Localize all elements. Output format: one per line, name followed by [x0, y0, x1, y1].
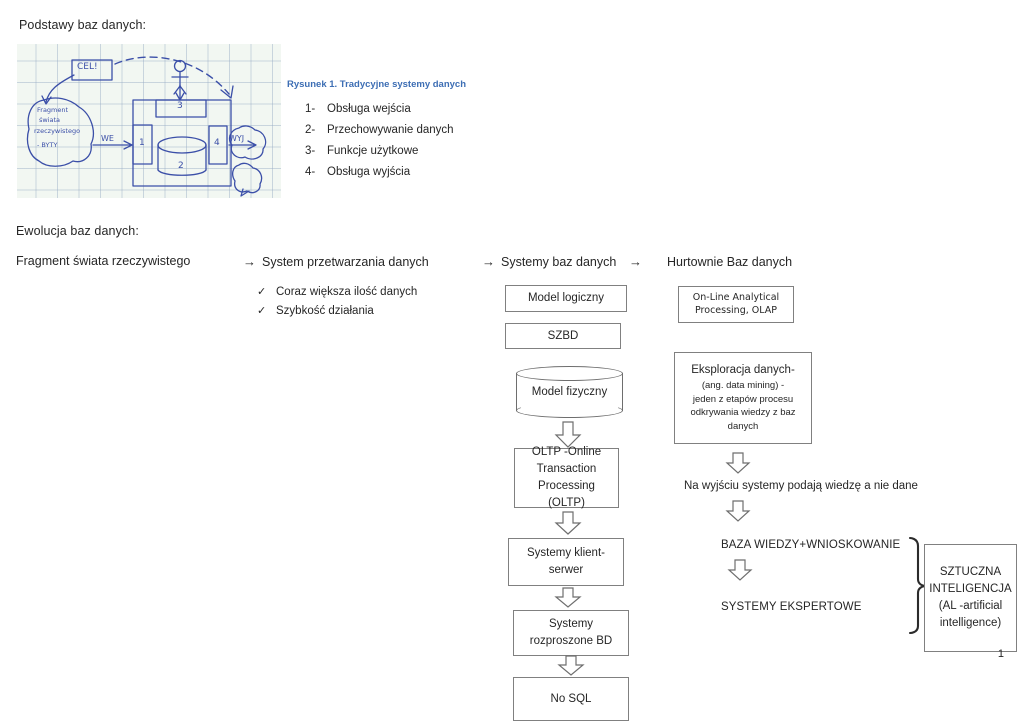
box-label-line: SZTUCZNA: [939, 565, 1002, 578]
figure-legend: 1- Obsługa wejścia 2- Przechowywanie dan…: [305, 103, 454, 187]
column-header-warehouse: → Hurtownie Baz danych: [629, 254, 792, 269]
arrow-down-icon: [553, 587, 583, 609]
list-item-label: Przechowywanie danych: [327, 124, 454, 136]
box-oltp: OLTP -Online Transaction Processing (OLT…: [514, 446, 619, 509]
box-label-line: Processing, OLAP: [695, 304, 777, 316]
hw-label-input: WE: [101, 134, 114, 143]
arrow-down-icon: [553, 421, 583, 449]
column-header-db-systems: → Systemy baz danych: [482, 254, 616, 269]
box-label: Model fizyczny: [531, 386, 608, 398]
processing-bullets: ✓ Coraz większa ilość danych ✓ Szybkość …: [257, 285, 417, 323]
column-header-fragment: Fragment świata rzeczywistego: [16, 254, 190, 268]
box-model-fizyczny: Model fizyczny: [516, 366, 623, 418]
list-item-label: Coraz większa ilość danych: [276, 286, 418, 298]
hw-label-goal: CEL!: [77, 62, 98, 72]
list-item: ✓ Coraz większa ilość danych: [257, 285, 417, 304]
figure-caption: Rysunek 1. Tradycyjne systemy danych: [287, 79, 467, 90]
handwritten-figure: CEL! Fragment świata rzeczywistego - BYT…: [17, 44, 281, 198]
box-label-line: serwer: [548, 564, 584, 576]
hw-label-number-4: 4: [214, 138, 220, 148]
cylinder-bottom: [516, 403, 623, 418]
box-label: SZBD: [547, 329, 579, 342]
hw-label-output: WYJ: [229, 134, 245, 143]
page-number: 1: [997, 648, 1004, 660]
handwritten-sketch: [26, 56, 267, 197]
label-output-note: Na wyjściu systemy podają wiedzę a nie d…: [684, 480, 918, 492]
check-icon: ✓: [257, 286, 267, 298]
box-label-line: INTELIGENCJA: [929, 582, 1012, 595]
list-item: 4- Obsługa wyjścia: [305, 166, 454, 187]
column-title: System przetwarzania danych: [262, 255, 429, 269]
box-label: No SQL: [550, 692, 592, 705]
arrow-right-icon: →: [243, 254, 256, 269]
page-title-evolution: Ewolucja baz danych:: [16, 224, 139, 238]
box-label-line: danych: [727, 421, 759, 433]
box-label-line: jeden z etapów procesu: [692, 393, 794, 405]
list-item-label: Obsługa wejścia: [327, 103, 411, 115]
box-label-line: Transaction: [536, 462, 597, 475]
box-label-line: Processing (OLTP): [538, 480, 595, 510]
label-systemy-ekspertowe: SYSTEMY EKSPERTOWE: [721, 601, 862, 613]
list-item-number: 2-: [305, 124, 316, 136]
list-item: 1- Obsługa wejścia: [305, 103, 454, 124]
arrow-down-icon: [724, 452, 752, 475]
box-label-line: rozproszone BD: [529, 635, 613, 647]
column-header-processing: → System przetwarzania danych: [243, 254, 429, 269]
box-model-logiczny: Model logiczny: [505, 285, 627, 312]
hw-label-fragment-line4: - BYTY: [37, 141, 58, 149]
box-label-line: (AL -artificial: [938, 600, 1003, 612]
box-eksploracja-danych: Eksploracja danych- (ang. data mining) -…: [674, 352, 812, 444]
page-title-basics: Podstawy baz danych:: [19, 18, 147, 32]
arrow-down-icon: [556, 655, 586, 677]
hw-label-number-1: 1: [139, 138, 145, 148]
box-label-line: Systemy klient-: [527, 546, 605, 559]
hw-label-number-3: 3: [177, 101, 183, 111]
list-item-number: 1-: [305, 103, 316, 115]
list-item: 2- Przechowywanie danych: [305, 124, 454, 145]
box-no-sql: No SQL: [513, 677, 629, 721]
box-label-line: Eksploracja danych-: [691, 364, 795, 377]
column-title: Hurtownie Baz danych: [667, 255, 793, 269]
label-baza-wiedzy: BAZA WIEDZY+WNIOSKOWANIE: [721, 539, 901, 551]
cylinder-top: [516, 366, 623, 381]
column-title: Fragment świata rzeczywistego: [16, 254, 191, 268]
box-label-line: OLTP -Online: [531, 445, 602, 458]
arrow-right-icon: →: [482, 254, 495, 269]
column-title: Systemy baz danych: [501, 255, 617, 269]
arrow-right-icon: →: [629, 254, 642, 269]
hw-label-fragment-line1: Fragment: [37, 106, 69, 114]
arrow-down-icon: [553, 511, 583, 536]
hw-label-fragment-line3: rzeczywistego: [34, 127, 81, 135]
list-item: ✓ Szybkość działania: [257, 304, 417, 323]
list-item: 3- Funkcje użytkowe: [305, 145, 454, 166]
box-label-line: On-Line Analytical: [692, 291, 780, 303]
list-item-label: Funkcje użytkowe: [327, 145, 419, 157]
graph-paper-grid: [17, 44, 281, 198]
box-label: Model logiczny: [527, 292, 605, 305]
box-systemy-klient-serwer: Systemy klient- serwer: [508, 538, 624, 586]
list-item-number: 4-: [305, 166, 316, 178]
box-label-line: (ang. data mining) -: [701, 379, 785, 391]
hw-label-fragment-line2: świata: [39, 116, 61, 124]
box-label-line: intelligence): [939, 617, 1002, 630]
hw-label-number-2: 2: [178, 161, 184, 171]
list-item-number: 3-: [305, 145, 316, 157]
box-label-line: Systemy: [548, 617, 594, 630]
arrow-down-icon: [726, 559, 754, 582]
box-szbd: SZBD: [505, 323, 621, 349]
arrow-down-icon: [724, 500, 752, 523]
box-olap: On-Line Analytical Processing, OLAP: [678, 286, 794, 323]
check-icon: ✓: [257, 305, 267, 317]
box-label-line: odkrywania wiedzy z baz: [690, 407, 796, 419]
box-systemy-rozproszone-bd: Systemy rozproszone BD: [513, 610, 629, 656]
list-item-label: Obsługa wyjścia: [327, 166, 411, 178]
list-item-label: Szybkość działania: [276, 305, 374, 317]
box-sztuczna-inteligencja: SZTUCZNA INTELIGENCJA (AL -artificial in…: [924, 544, 1017, 652]
